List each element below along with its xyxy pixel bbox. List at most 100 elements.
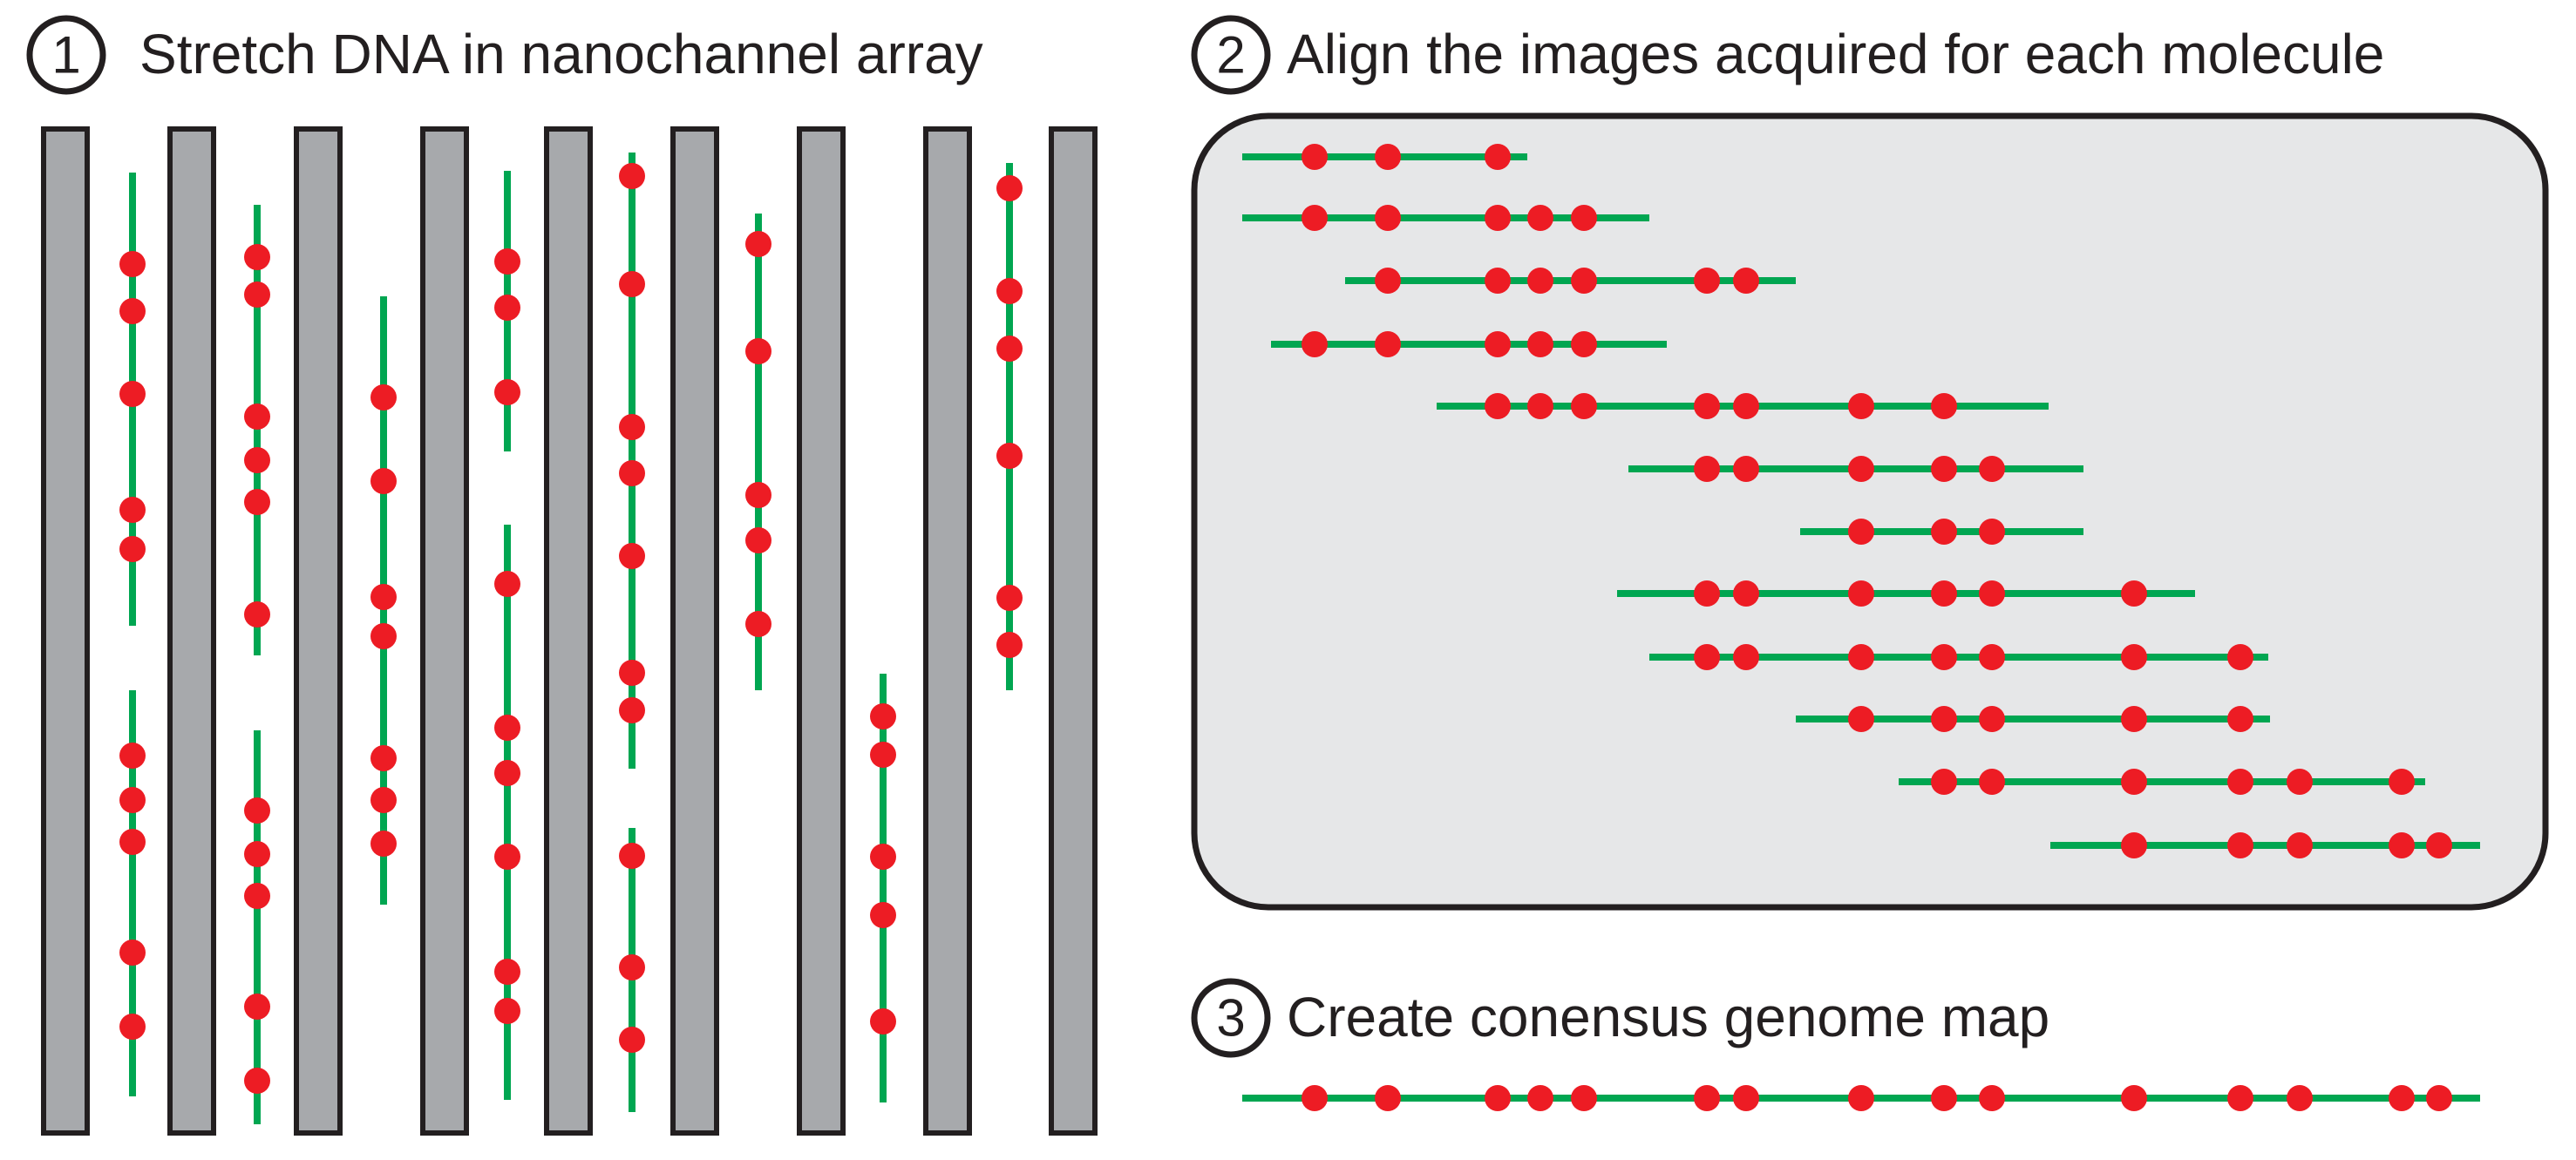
label-site — [244, 797, 270, 824]
dna-molecule — [870, 674, 896, 1102]
label-site — [2287, 1085, 2313, 1111]
label-site — [996, 585, 1023, 611]
label-site — [1571, 393, 1597, 419]
label-site — [1302, 144, 1328, 170]
label-site — [494, 760, 520, 786]
label-site — [619, 271, 645, 297]
label-site — [1375, 205, 1401, 231]
label-site — [1485, 1085, 1511, 1111]
label-site — [244, 489, 270, 515]
label-site — [370, 584, 397, 610]
label-site — [1931, 519, 1957, 545]
label-site — [745, 338, 771, 364]
label-site — [494, 959, 520, 985]
label-site — [619, 414, 645, 440]
dna-molecule — [996, 163, 1023, 690]
label-site — [370, 468, 397, 494]
label-site — [1979, 1085, 2005, 1111]
label-site — [2426, 1085, 2452, 1111]
stretched-dna-molecules — [119, 153, 1023, 1124]
label-site — [1571, 268, 1597, 294]
aligned-molecule — [1242, 205, 1649, 231]
step-2-header: 2 Align the images acquired for each mol… — [1191, 15, 2384, 95]
label-site — [370, 831, 397, 857]
label-site — [370, 745, 397, 771]
step-3-title: Create conensus genome map — [1287, 986, 2049, 1048]
nanochannel-wall — [294, 126, 343, 1136]
nanochannel-wall — [1049, 126, 1098, 1136]
label-site — [494, 998, 520, 1024]
label-site — [1848, 1085, 1874, 1111]
dna-molecule — [244, 730, 270, 1124]
label-site — [1848, 580, 1874, 607]
label-site — [1527, 1085, 1553, 1111]
label-site — [745, 611, 771, 637]
label-site — [1979, 580, 2005, 607]
label-site — [1931, 393, 1957, 419]
dna-molecule — [119, 690, 146, 1096]
nanochannel-wall — [420, 126, 469, 1136]
label-site — [996, 336, 1023, 362]
label-site — [1733, 456, 1759, 482]
label-site — [1979, 456, 2005, 482]
aligned-molecule — [1437, 393, 2049, 419]
label-site — [996, 443, 1023, 469]
label-site — [1375, 1085, 1401, 1111]
nanochannel-wall — [923, 126, 972, 1136]
aligned-molecule — [1345, 268, 1796, 294]
label-site — [2121, 832, 2147, 858]
label-site — [1848, 519, 1874, 545]
label-site — [2389, 832, 2415, 858]
label-site — [2227, 706, 2253, 732]
aligned-molecule — [1628, 456, 2083, 482]
dna-molecule — [494, 525, 520, 1100]
aligned-molecule — [1796, 706, 2270, 732]
label-site — [1979, 769, 2005, 795]
label-site — [1931, 456, 1957, 482]
label-site — [2227, 769, 2253, 795]
label-site — [119, 829, 146, 855]
dna-molecule — [619, 828, 645, 1112]
label-site — [119, 251, 146, 277]
label-site — [2121, 1085, 2147, 1111]
label-site — [1694, 456, 1720, 482]
label-site — [1527, 268, 1553, 294]
label-site — [1848, 706, 1874, 732]
label-site — [1694, 644, 1720, 670]
label-site — [996, 175, 1023, 201]
label-site — [1931, 1085, 1957, 1111]
label-site — [1733, 1085, 1759, 1111]
aligned-molecule — [2050, 832, 2480, 858]
label-site — [1571, 205, 1597, 231]
label-site — [244, 841, 270, 867]
label-site — [119, 1014, 146, 1040]
label-site — [1485, 144, 1511, 170]
label-site — [1302, 331, 1328, 357]
label-site — [119, 787, 146, 813]
label-site — [870, 703, 896, 729]
label-site — [244, 447, 270, 473]
label-site — [1733, 580, 1759, 607]
label-site — [1527, 393, 1553, 419]
label-site — [1571, 1085, 1597, 1111]
label-site — [119, 536, 146, 562]
label-site — [996, 278, 1023, 304]
step-3-circle — [1191, 978, 1271, 1058]
step-2-title: Align the images acquired for each molec… — [1287, 23, 2384, 85]
label-site — [2389, 769, 2415, 795]
label-site — [244, 883, 270, 909]
label-site — [1979, 706, 2005, 732]
label-site — [1848, 393, 1874, 419]
label-site — [1375, 331, 1401, 357]
step-2-circle — [1191, 15, 1271, 95]
label-site — [2287, 769, 2313, 795]
label-site — [1694, 268, 1720, 294]
dna-molecule — [745, 214, 771, 690]
label-site — [1375, 268, 1401, 294]
alignment-panel — [1191, 112, 2549, 911]
label-site — [745, 482, 771, 508]
label-site — [1979, 644, 2005, 670]
label-site — [244, 601, 270, 627]
step-1-header: 1 Stretch DNA in nanochannel array — [26, 15, 983, 95]
dna-molecule — [119, 173, 146, 626]
